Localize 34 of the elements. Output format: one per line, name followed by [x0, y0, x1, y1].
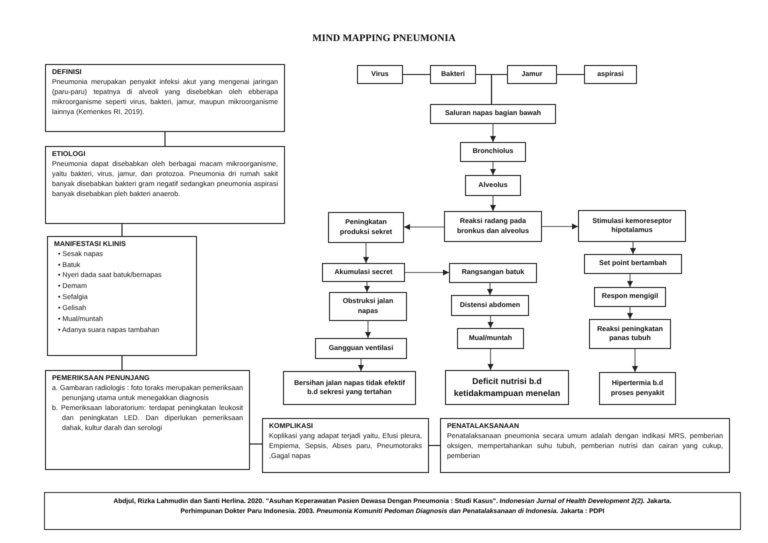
connector-line: [250, 443, 262, 445]
arrow: [358, 359, 364, 371]
arrow: [364, 282, 370, 292]
process-box: Deficit nutrisi b.d ketidakmampuan menelan: [445, 370, 569, 405]
arrow: [363, 243, 369, 263]
arrow: [404, 224, 444, 230]
arrow: [627, 307, 633, 319]
info-card: [45, 370, 250, 470]
info-card: [45, 146, 285, 224]
info-card: [47, 236, 197, 356]
connector-line: [121, 356, 123, 370]
arrow: [405, 270, 449, 276]
arrow: [488, 349, 494, 370]
info-card: [45, 64, 285, 132]
connector-line: [403, 74, 430, 76]
arrow: [487, 283, 493, 295]
arrow: [542, 224, 578, 230]
arrow: [365, 321, 371, 338]
arrow: [630, 242, 636, 254]
reference-box: [44, 492, 741, 530]
connector-line: [429, 444, 440, 446]
diagram-title: MIND MAPPING PNEUMONIA: [311, 33, 457, 44]
connector-line: [490, 74, 507, 104]
info-card: [262, 418, 429, 473]
connector-line: [557, 74, 584, 76]
connector-line: [164, 132, 166, 146]
arrow: [490, 196, 496, 211]
arrow: [490, 124, 496, 142]
arrow: [490, 162, 496, 175]
arrow: [488, 316, 494, 328]
info-card: [440, 418, 730, 473]
arrow: [632, 349, 638, 372]
connector-line: [121, 224, 123, 236]
arrow: [627, 274, 633, 287]
